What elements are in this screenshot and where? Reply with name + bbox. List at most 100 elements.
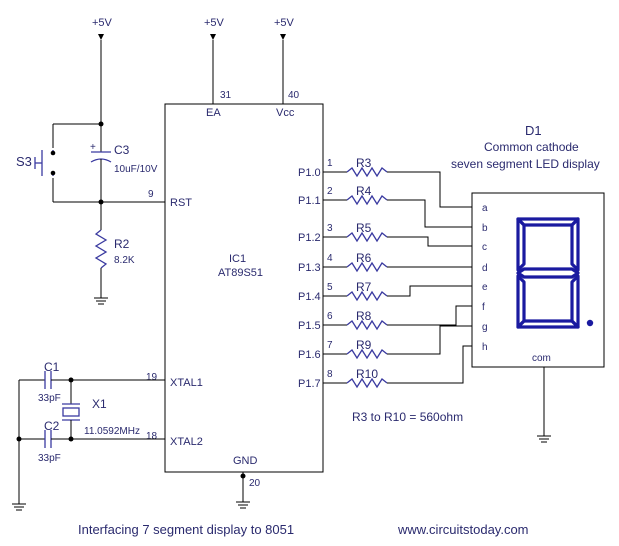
segment-input-label: h (482, 342, 488, 353)
segment-input-label: b (482, 223, 488, 234)
pin-ea-label: EA (206, 107, 221, 119)
port-pin-number: 6 (327, 311, 333, 322)
reset-circuit: S3 + C3 10uF/10V R2 8.2K (16, 121, 165, 305)
vcc-arrow-icon (210, 34, 216, 40)
resistor-icon (346, 261, 388, 273)
vcc-label-vcc: +5V (274, 17, 295, 29)
port-pin-label: P1.1 (298, 195, 321, 207)
r2-ref: R2 (114, 237, 130, 251)
seven-segment-display: D1 Common cathode seven segment LED disp… (451, 123, 605, 443)
port-line-8: P1.7 8 R10 h (298, 342, 488, 390)
pin-xtal1-label: XTAL1 (170, 377, 203, 389)
segment-input-label: c (482, 242, 487, 253)
seven-segment-digit-icon (516, 217, 594, 329)
resistor-icon (346, 290, 388, 302)
ic-ref: IC1 (229, 253, 246, 265)
switch-ref: S3 (16, 154, 32, 169)
vcc-rail-vcc: +5V (274, 17, 295, 104)
display-line2: seven segment LED display (451, 157, 600, 171)
resistor-ref: R6 (356, 251, 372, 265)
display-ref: D1 (525, 123, 542, 138)
resistor-ref: R3 (356, 156, 372, 170)
segment-input-label: f (482, 302, 485, 313)
resistor-ref: R8 (356, 309, 372, 323)
microcontroller-ic: IC1 AT89S51 EA 31 Vcc 40 RST 9 XTAL1 19 … (146, 90, 324, 489)
caption: Interfacing 7 segment display to 8051 (78, 522, 294, 537)
port-pin-label: P1.7 (298, 378, 321, 390)
c2-ref: C2 (44, 419, 60, 433)
resistor-note: R3 to R10 = 560ohm (352, 410, 463, 424)
vcc-label-reset: +5V (92, 17, 113, 29)
pin-xtal2-label: XTAL2 (170, 436, 203, 448)
port-pin-label: P1.6 (298, 349, 321, 361)
svg-text:+: + (90, 142, 96, 153)
port-pin-number: 8 (327, 369, 333, 380)
x1-ref: X1 (92, 397, 107, 411)
push-switch-icon (34, 150, 56, 176)
ground-icon (537, 435, 551, 443)
ic-body (164, 103, 324, 473)
vcc-arrow-icon (280, 34, 286, 40)
port-pin-label: P1.0 (298, 167, 321, 179)
x1-value: 11.0592MHz (84, 426, 140, 437)
segment-input-label: d (482, 263, 488, 274)
resistor-ref: R7 (356, 280, 372, 294)
port-pin-number: 1 (327, 158, 333, 169)
display-line1: Common cathode (484, 140, 579, 154)
resistor-icon (346, 377, 388, 389)
segment-input-label: e (482, 282, 488, 293)
resistor-icon (346, 194, 388, 206)
segment-input-label: a (482, 203, 488, 214)
port-pin-number: 4 (327, 253, 333, 264)
resistor-icon (346, 231, 388, 243)
pin-xtal2-num: 18 (146, 431, 158, 442)
c3-ref: C3 (114, 143, 130, 157)
port-pin-label: P1.2 (298, 232, 321, 244)
port-line-1: P1.0 1 R3 a (298, 156, 488, 214)
website: www.circuitstoday.com (397, 522, 529, 537)
c3-value: 10uF/10V (114, 164, 158, 175)
ic-part: AT89S51 (218, 267, 263, 279)
display-body (471, 192, 605, 368)
pin-vcc-num: 40 (288, 90, 300, 101)
resistor-ref: R4 (356, 184, 372, 198)
port-pin-label: P1.4 (298, 291, 321, 303)
port-line-4: P1.3 4 R6 d (298, 251, 488, 274)
segment-input-label: g (482, 322, 488, 333)
ground-icon (12, 503, 26, 511)
resistor-icon (346, 319, 388, 331)
resistor-ref: R9 (356, 338, 372, 352)
vcc-arrow-icon (98, 34, 104, 40)
oscillator-circuit: C1 33pF C2 33pF X1 11.0592MHz (12, 360, 165, 511)
pin-gnd-label: GND (233, 455, 258, 467)
vcc-rail-reset: +5V (92, 17, 113, 124)
port-pin-label: P1.3 (298, 262, 321, 274)
resistor-r2-icon (94, 229, 108, 269)
c1-value: 33pF (38, 393, 61, 404)
pin-vcc-label: Vcc (276, 107, 295, 119)
c1-ref: C1 (44, 360, 60, 374)
vcc-label-ea: +5V (204, 17, 225, 29)
port-pin-label: P1.5 (298, 320, 321, 332)
resistor-ref: R10 (356, 367, 378, 381)
display-com-label: com (532, 353, 551, 364)
pin-ea-num: 31 (220, 90, 232, 101)
r2-value: 8.2K (114, 255, 135, 266)
port-pin-number: 2 (327, 186, 333, 197)
pin-rst-num: 9 (148, 189, 154, 200)
resistor-ref: R5 (356, 221, 372, 235)
c2-value: 33pF (38, 453, 61, 464)
resistor-icon (346, 348, 388, 360)
crystal-icon (62, 403, 80, 421)
pin-gnd-num: 20 (249, 478, 261, 489)
port-line-2: P1.1 2 R4 b (298, 184, 488, 234)
port-pin-number: 5 (327, 282, 333, 293)
port-line-7: P1.6 7 R9 g (298, 322, 488, 361)
pin-rst-label: RST (170, 197, 192, 209)
vcc-rail-ea: +5V (204, 17, 225, 104)
port-pin-number: 7 (327, 340, 333, 351)
gnd-ic (236, 472, 250, 509)
